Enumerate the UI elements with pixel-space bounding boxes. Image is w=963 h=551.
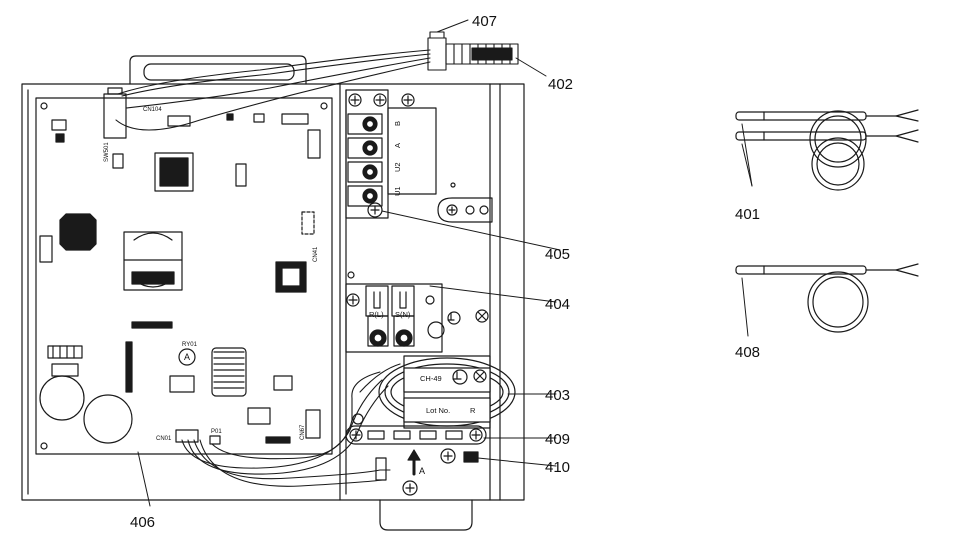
cn41-label: CN41 xyxy=(313,246,319,262)
wiring xyxy=(115,31,519,487)
terminal-b: B xyxy=(393,121,402,126)
callout-409: 409 xyxy=(545,431,570,448)
filter-labels: CH-49 Lot No. R xyxy=(420,374,476,415)
sensor-408 xyxy=(735,263,919,337)
callout-401: 401 xyxy=(735,206,760,223)
filter-lot-number: Lot No. xyxy=(426,406,450,415)
terminal-a: A xyxy=(393,143,402,148)
callout-402: 402 xyxy=(548,76,573,93)
ry01-label: RY01 xyxy=(182,342,198,348)
sw501-label: SW501 xyxy=(104,142,110,162)
terminal-labels: U1 U2 A B xyxy=(393,121,402,196)
terminal-sn: S(N) xyxy=(395,310,411,319)
callout-404: 404 xyxy=(545,296,570,313)
cable-clamp xyxy=(437,197,493,223)
filter-lot-suffix: R xyxy=(470,406,476,415)
view-arrow-a xyxy=(407,449,421,476)
filter-part-number: CH-49 xyxy=(420,374,442,383)
callout-408: 408 xyxy=(735,344,760,361)
pcb-board xyxy=(35,87,333,455)
terminal-u2: U2 xyxy=(393,162,402,172)
leader-lines xyxy=(137,19,561,507)
callout-405: 405 xyxy=(545,246,570,263)
clip-410 xyxy=(375,448,479,496)
callout-407: 407 xyxy=(472,13,497,30)
pcb-labels: CN104 SW501 CN41 RY01 A CN01 P01 CN67 xyxy=(104,107,319,442)
callout-numbers: 407 402 405 404 403 409 410 406 xyxy=(130,13,573,531)
cn67-label: CN67 xyxy=(300,424,306,440)
cn01-label: CN01 xyxy=(156,436,172,442)
noise-filter-403 xyxy=(378,355,516,429)
terminal-block-405 xyxy=(345,89,456,219)
ry01-mark: A xyxy=(184,352,190,362)
terminal-rl: R(L) xyxy=(369,310,384,319)
p01-label: P01 xyxy=(211,429,222,435)
power-terminal-labels: R(L) S(N) xyxy=(369,310,411,319)
callout-403: 403 xyxy=(545,387,570,404)
view-arrow-a-label: A xyxy=(419,466,425,476)
power-terminal-404 xyxy=(345,271,489,353)
callout-410: 410 xyxy=(545,459,570,476)
sensor-pair-401 xyxy=(735,109,919,191)
callout-406: 406 xyxy=(130,514,155,531)
terminal-u1: U1 xyxy=(393,186,402,196)
cn104-label: CN104 xyxy=(143,107,162,113)
